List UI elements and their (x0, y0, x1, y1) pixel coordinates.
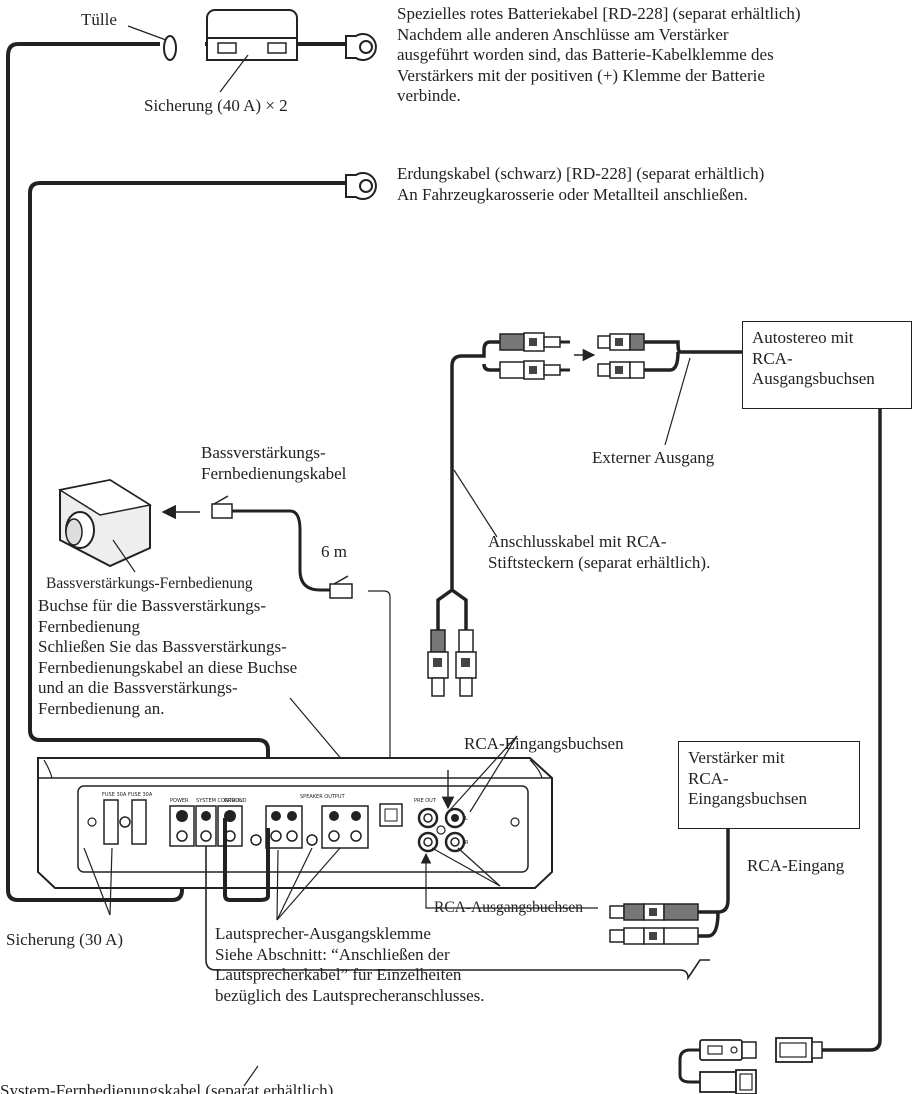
system-remote-cable-label: System-Fernbedienungskabel (separat erhä… (0, 1084, 334, 1094)
ground-ring-terminal (345, 172, 377, 200)
system-remote-plug-bottom (699, 1069, 757, 1094)
bass-remote-plug-left (211, 495, 233, 519)
bass-remote-device (58, 478, 152, 568)
external-output-label: Externer Ausgang (592, 448, 715, 467)
panel-power-label: POWER (170, 798, 189, 804)
rca-plug-top-1 (499, 332, 570, 352)
amplifier-unit (37, 757, 553, 889)
panel-system-label: SYSTEM CONTROL (196, 798, 242, 804)
ground-entry-wire (223, 818, 270, 902)
panel-r-label: R (465, 840, 469, 846)
grommet (163, 35, 177, 61)
bass-remote-cable-label: Bassverstärkungs- Fernbedienungskabel (201, 443, 347, 483)
fuse-30a-label: Sicherung (30 A) (6, 930, 124, 949)
car-stereo-box: Autostereo mit RCA- Ausgangsbuchsen (742, 321, 912, 409)
panel-preout-label: PRE OUT (414, 798, 437, 804)
system-remote-plug-left (699, 1039, 757, 1061)
rca-plug-top-2 (499, 360, 570, 380)
battery-ring-terminal (345, 33, 377, 61)
rca-jack-top-1 (597, 333, 645, 351)
rca-inputs-label: RCA-Eingangsbuchsen (464, 734, 624, 753)
rca-output-plug-1 (609, 903, 699, 921)
rca-input-label: RCA-Eingang (747, 856, 845, 875)
bass-remote-label: Bassverstärkungs-Fernbedienung (46, 575, 253, 592)
rca-output-cable (698, 800, 730, 938)
rca-outputs-label: RCA-Ausgangsbuchsen (434, 899, 583, 916)
bass-remote-cable (232, 509, 330, 592)
system-remote-cable-right (822, 408, 882, 1052)
grommet-label: Tülle (81, 10, 117, 29)
panel-speaker-label: SPEAKER OUTPUT (300, 794, 346, 800)
system-remote-wire (205, 846, 710, 981)
rca-cable-stereo-side (640, 340, 742, 372)
panel-fuse-label-2: FUSE 30A (128, 792, 153, 798)
cable-length-label: 6 m (321, 542, 347, 561)
panel-ground-label: GROUND (224, 798, 247, 804)
bass-remote-plug-right (329, 575, 353, 599)
fuse-40a-label: Sicherung (40 A) × 2 (144, 96, 288, 115)
ground-wire (28, 181, 346, 828)
system-remote-plug-right (775, 1037, 823, 1063)
rca-cable-main (436, 340, 500, 630)
fuse-holder (206, 9, 346, 61)
rca-pin-cable-label: Anschlusskabel mit RCA- Stiftsteckern (s… (488, 532, 711, 572)
rca-jack-top-2 (597, 361, 645, 379)
panel-l-label: L (465, 816, 468, 822)
speaker-terminal-note: Lautsprecher-Ausgangsklemme Siehe Abschn… (215, 924, 485, 1005)
battery-cable-note: Spezielles rotes Batteriekabel [RD-228] … (397, 4, 801, 105)
bass-jack-note: Buchse für die Bassverstärkungs- Fernbed… (38, 596, 298, 718)
panel-fuse-label-1: FUSE 30A (102, 792, 127, 798)
ground-cable-note: Erdungskabel (schwarz) [RD-228] (separat… (397, 164, 765, 204)
rca-plug-vertical-left (427, 629, 449, 697)
rca-output-plug-2 (609, 927, 699, 945)
rca-plug-vertical-right (455, 629, 477, 697)
amplifier-box: Verstärker mit RCA- Eingangsbuchsen (678, 741, 860, 829)
